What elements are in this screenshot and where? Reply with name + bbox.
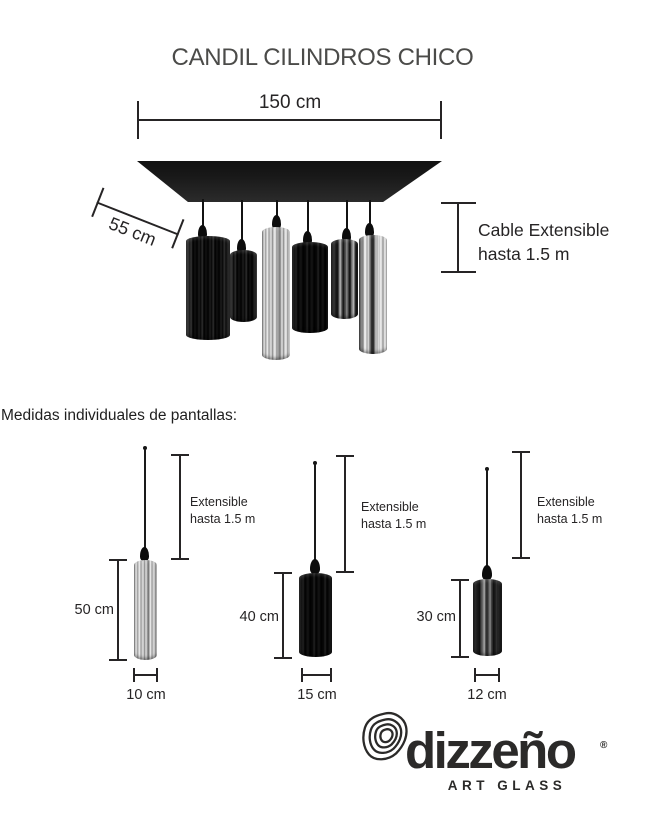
registered-trademark-symbol: ® bbox=[600, 740, 608, 751]
cable-dimension-label: Extensible hasta 1.5 m bbox=[361, 499, 426, 532]
cord bbox=[346, 200, 348, 239]
diameter-dimension-label: 15 cm bbox=[297, 687, 337, 703]
height-dimension-line bbox=[282, 573, 284, 658]
width-dimension-label: 150 cm bbox=[258, 92, 322, 113]
height-dimension-cap-top bbox=[109, 559, 127, 561]
height-dimension-label: 40 cm bbox=[239, 609, 280, 625]
cable-dimension-cap-top bbox=[336, 455, 354, 457]
cord bbox=[241, 200, 243, 250]
cable-dimension-label-line1: Cable Extensible bbox=[478, 220, 610, 240]
ceiling-canopy bbox=[137, 161, 442, 202]
glass-cylinder-shade bbox=[359, 235, 387, 354]
diameter-dimension-line bbox=[475, 674, 500, 676]
cable-label-line1: Extensible bbox=[537, 495, 595, 509]
cord-hook bbox=[485, 467, 489, 471]
socket bbox=[310, 559, 320, 574]
cable-label-line1: Extensible bbox=[190, 495, 248, 509]
height-dimension-cap-bottom bbox=[274, 657, 292, 659]
cable-dimension-label: Cable Extensible hasta 1.5 m bbox=[478, 218, 609, 266]
socket bbox=[365, 223, 374, 237]
cable-dimension-cap-top bbox=[171, 454, 189, 456]
cord bbox=[369, 200, 371, 234]
cable-dimension-cap-top bbox=[441, 202, 476, 204]
glass-cylinder-shade bbox=[134, 560, 157, 660]
depth-dimension: 55 cm bbox=[84, 187, 185, 267]
cable-dimension-cap-top bbox=[512, 451, 530, 453]
section-heading: Medidas individuales de pantallas: bbox=[1, 407, 238, 424]
glass-cylinder-shade bbox=[230, 250, 257, 322]
cable-label-line2: hasta 1.5 m bbox=[361, 516, 427, 531]
cable-dimension-line bbox=[520, 452, 522, 558]
depth-dimension-label: 55 cm bbox=[106, 213, 159, 250]
glass-cylinder-shade bbox=[262, 227, 290, 360]
height-dimension-label: 50 cm bbox=[74, 602, 115, 618]
cable-label-line1: Extensible bbox=[361, 500, 419, 514]
diameter-dimension-label: 12 cm bbox=[467, 687, 507, 703]
diameter-dimension-line bbox=[302, 674, 332, 676]
glass-cylinder-shade bbox=[299, 573, 332, 657]
cord-hook bbox=[143, 446, 147, 450]
diameter-dimension-tick-left bbox=[474, 668, 476, 682]
cable-dimension-line bbox=[344, 456, 346, 573]
cord bbox=[307, 200, 309, 242]
socket bbox=[303, 231, 312, 245]
socket bbox=[237, 239, 246, 253]
cord-hook bbox=[313, 461, 317, 465]
cable-label-line2: hasta 1.5 m bbox=[190, 511, 256, 526]
cable-dimension-label: Extensible hasta 1.5 m bbox=[190, 494, 255, 527]
cable-dimension-line bbox=[179, 455, 181, 559]
height-dimension-cap-bottom bbox=[451, 656, 469, 658]
diameter-dimension-label: 10 cm bbox=[126, 687, 166, 703]
height-dimension-cap-bottom bbox=[109, 659, 127, 661]
cable-label-line2: hasta 1.5 m bbox=[537, 511, 603, 526]
height-dimension-label: 30 cm bbox=[416, 609, 457, 625]
diameter-dimension-tick-right bbox=[156, 668, 158, 682]
concentric-rings-icon bbox=[361, 710, 409, 767]
socket bbox=[482, 565, 492, 580]
height-dimension-line bbox=[117, 560, 119, 660]
glass-cylinder-shade bbox=[292, 242, 328, 333]
glass-cylinder-shade bbox=[331, 239, 358, 319]
cord bbox=[276, 200, 278, 227]
cord bbox=[486, 470, 488, 568]
height-dimension-cap-top bbox=[451, 579, 469, 581]
brand-name: dizzeño bbox=[405, 722, 577, 779]
diameter-dimension-tick-right bbox=[498, 668, 500, 682]
socket bbox=[140, 547, 149, 561]
socket bbox=[198, 225, 207, 239]
cable-dimension-cap-bottom bbox=[171, 558, 189, 560]
socket bbox=[342, 228, 351, 242]
cable-dimension-cap-bottom bbox=[441, 271, 476, 273]
width-dimension-tick-right bbox=[440, 101, 442, 139]
brand-tagline: ART GLASS bbox=[447, 778, 567, 793]
diameter-dimension-line bbox=[134, 674, 158, 676]
cable-dimension-line bbox=[457, 203, 459, 273]
cable-dimension-label-line2: hasta 1.5 m bbox=[478, 244, 570, 264]
glass-cylinder-shade bbox=[473, 579, 502, 656]
cord bbox=[144, 449, 146, 551]
socket bbox=[272, 215, 281, 229]
cable-dimension-cap-bottom bbox=[336, 571, 354, 573]
width-dimension-tick-left bbox=[137, 101, 139, 139]
diameter-dimension-tick-left bbox=[133, 668, 135, 682]
diameter-dimension-tick-left bbox=[301, 668, 303, 682]
glass-cylinder-shade bbox=[186, 236, 230, 340]
width-dimension-line bbox=[138, 119, 442, 121]
cord bbox=[202, 199, 204, 237]
cable-dimension-label: Extensible hasta 1.5 m bbox=[537, 494, 602, 527]
height-dimension-line bbox=[459, 580, 461, 657]
cable-dimension-cap-bottom bbox=[512, 557, 530, 559]
page-title: CANDIL CILINDROS CHICO bbox=[171, 44, 474, 71]
cord bbox=[314, 464, 316, 562]
diameter-dimension-tick-right bbox=[330, 668, 332, 682]
height-dimension-cap-top bbox=[274, 572, 292, 574]
